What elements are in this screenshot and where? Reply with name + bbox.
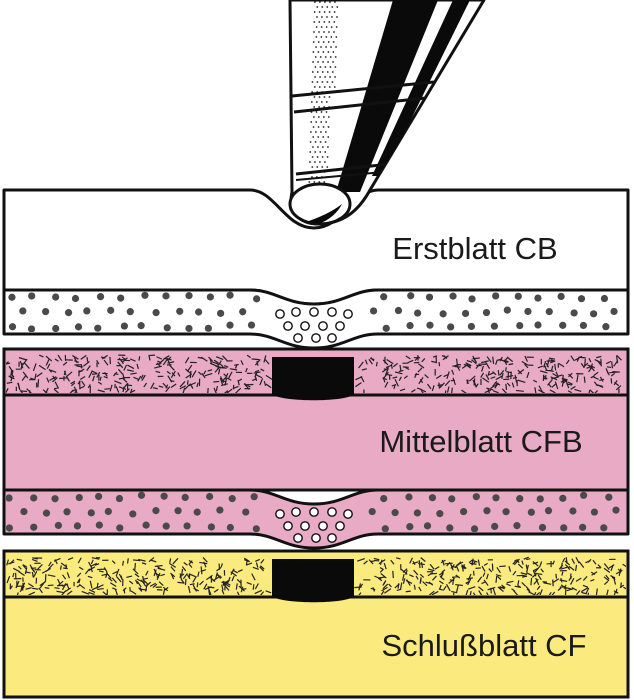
sheet-cf-label: Schlußblatt CF	[381, 628, 586, 663]
capsule-dots	[6, 491, 620, 533]
sheet-cf-paper	[2, 595, 630, 699]
ballpoint-pen-icon	[288, 0, 486, 226]
broken-capsules	[275, 507, 353, 543]
sheet-cf: Schlußblatt CF	[2, 549, 630, 699]
developer-texture	[6, 354, 622, 393]
pen-stipple	[308, 1, 339, 188]
capsule-dots	[8, 291, 618, 333]
sheet-cfb: Mittelblatt CFB	[2, 347, 630, 550]
sheet-cfb-label: Mittelblatt CFB	[379, 424, 582, 459]
sheet-cb-label: Erstblatt CB	[392, 231, 557, 266]
sheet-cb: Erstblatt CB	[2, 188, 630, 350]
cf-ink-mark	[272, 559, 354, 603]
sheet-cfb-capsule-coating	[2, 488, 630, 550]
broken-capsules	[275, 307, 353, 343]
sheet-cb-capsule-coating	[2, 288, 630, 350]
developer-texture	[6, 556, 626, 595]
cfb-ink-mark	[272, 357, 354, 401]
